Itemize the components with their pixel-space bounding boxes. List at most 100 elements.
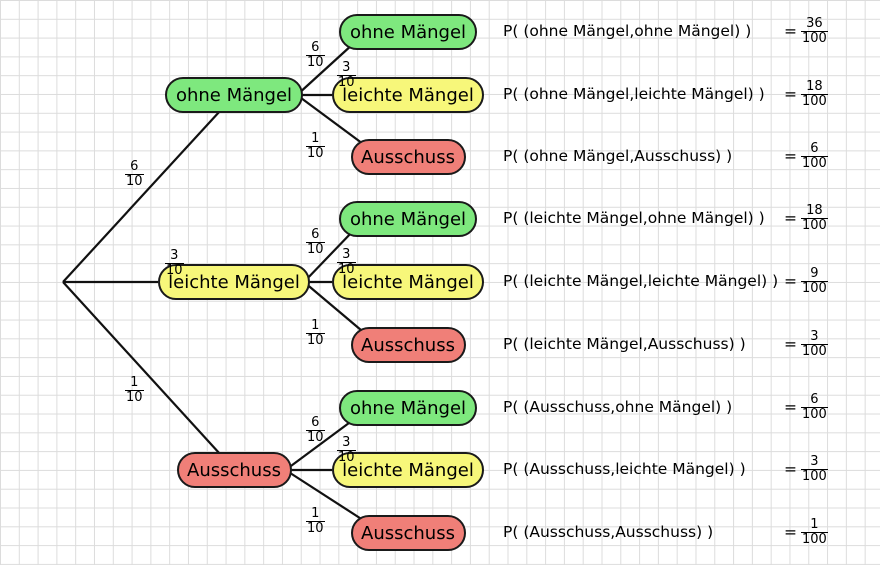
outcome-result-4-numerator: 9 — [810, 266, 819, 281]
node-light-ok: ohne Mängel — [339, 201, 477, 237]
node-ok-light: leichte Mängel — [332, 77, 484, 113]
outcome-result-5-bar — [801, 344, 828, 345]
outcome-result-2-denominator: 100 — [802, 156, 827, 171]
outcome-result-2-numerator: 6 — [810, 141, 819, 156]
prob-ok-reject-numerator: 1 — [311, 131, 320, 146]
node-light-reject-label: Ausschuss — [361, 334, 455, 356]
node-light-label: leichte Mängel — [168, 271, 300, 293]
branch-line-light-reject — [303, 281, 366, 334]
node-reject: Ausschuss — [176, 452, 292, 488]
outcome-probability-label: P( (Ausschuss,leichte Mängel) ) — [503, 460, 746, 478]
prob-light-ok-denominator: 10 — [307, 242, 324, 257]
prob-ok-light-denominator: 10 — [338, 75, 355, 90]
outcome-result-7-denominator: 100 — [802, 469, 827, 484]
prob-reject-reject-numerator: 1 — [311, 506, 320, 521]
node-light-light-label: leichte Mängel — [342, 271, 474, 293]
prob-first-reject-denominator: 10 — [126, 390, 143, 405]
prob-reject-reject-bar — [306, 521, 325, 522]
branch-line-ok-reject — [296, 94, 366, 146]
equals-sign: = — [784, 22, 797, 40]
prob-light-ok-bar — [306, 242, 325, 243]
prob-light-reject-bar — [306, 333, 325, 334]
outcome-result-7-numerator: 3 — [810, 454, 819, 469]
prob-reject-reject-denominator: 10 — [307, 521, 324, 536]
prob-first-reject-numerator: 1 — [130, 375, 139, 390]
prob-first-light-denominator: 10 — [166, 263, 183, 278]
node-light: leichte Mängel — [158, 264, 310, 300]
prob-reject-light-denominator: 10 — [338, 450, 355, 465]
node-ok-ok-label: ohne Mängel — [349, 21, 467, 43]
outcome-result-1-numerator: 18 — [806, 79, 823, 94]
node-light-reject: Ausschuss — [350, 327, 466, 363]
outcome-result-1-bar — [801, 94, 828, 95]
prob-reject-light-numerator: 3 — [342, 435, 351, 450]
node-ok: ohne Mängel — [165, 77, 303, 113]
outcome-probability-label: P( (leichte Mängel,leichte Mängel) ) — [503, 272, 779, 290]
prob-reject-ok-bar — [306, 430, 325, 431]
equals-sign: = — [784, 335, 797, 353]
branch-line-ok-ok — [296, 43, 354, 96]
prob-ok-light-bar — [337, 75, 356, 76]
equals-sign: = — [784, 523, 797, 541]
outcome-result-8-denominator: 100 — [802, 532, 827, 547]
prob-first-reject-bar — [125, 390, 144, 391]
prob-light-light-denominator: 10 — [338, 262, 355, 277]
prob-first-ok-numerator: 6 — [130, 159, 139, 174]
prob-first-ok-denominator: 10 — [126, 174, 143, 189]
equals-sign: = — [784, 147, 797, 165]
node-ok-light-label: leichte Mängel — [342, 84, 474, 106]
outcome-probability-label: P( (ohne Mängel,Ausschuss) ) — [503, 147, 733, 165]
outcome-probability-label: P( (ohne Mängel,leichte Mängel) ) — [503, 85, 765, 103]
outcome-result-6-bar — [801, 407, 828, 408]
outcome-result-0-denominator: 100 — [802, 31, 827, 46]
outcome-result-4-denominator: 100 — [802, 281, 827, 296]
outcome-result-5-denominator: 100 — [802, 344, 827, 359]
outcome-result-6-denominator: 100 — [802, 407, 827, 422]
node-ok-label: ohne Mängel — [175, 84, 293, 106]
prob-light-light-bar — [337, 262, 356, 263]
prob-ok-reject-denominator: 10 — [307, 146, 324, 161]
node-reject-reject-label: Ausschuss — [361, 522, 455, 544]
prob-light-light-numerator: 3 — [342, 247, 351, 262]
outcome-result-5-numerator: 3 — [810, 329, 819, 344]
prob-light-reject-numerator: 1 — [311, 318, 320, 333]
node-reject-light: leichte Mängel — [332, 452, 484, 488]
node-light-light: leichte Mängel — [332, 264, 484, 300]
equals-sign: = — [784, 272, 797, 290]
prob-ok-ok-bar — [306, 55, 325, 56]
node-ok-ok: ohne Mängel — [339, 14, 477, 50]
node-reject-light-label: leichte Mängel — [342, 459, 474, 481]
branch-line-reject-ok — [284, 419, 354, 471]
outcome-result-0-bar — [801, 31, 828, 32]
outcome-result-3-numerator: 18 — [806, 203, 823, 218]
prob-ok-reject-bar — [306, 146, 325, 147]
equals-sign: = — [784, 398, 797, 416]
prob-light-ok-numerator: 6 — [311, 227, 320, 242]
prob-ok-ok-denominator: 10 — [307, 55, 324, 70]
outcome-probability-label: P( (ohne Mängel,ohne Mängel) ) — [503, 22, 752, 40]
outcome-probability-label: P( (leichte Mängel,Ausschuss) ) — [503, 335, 746, 353]
outcome-result-7-bar — [801, 469, 828, 470]
outcome-probability-label: P( (leichte Mängel,ohne Mängel) ) — [503, 209, 765, 227]
outcome-result-4-bar — [801, 281, 828, 282]
outcome-result-2-bar — [801, 156, 828, 157]
prob-reject-ok-numerator: 6 — [311, 415, 320, 430]
prob-reject-light-bar — [337, 450, 356, 451]
branch-line-reject — [62, 281, 221, 455]
node-reject-ok-label: ohne Mängel — [349, 397, 467, 419]
